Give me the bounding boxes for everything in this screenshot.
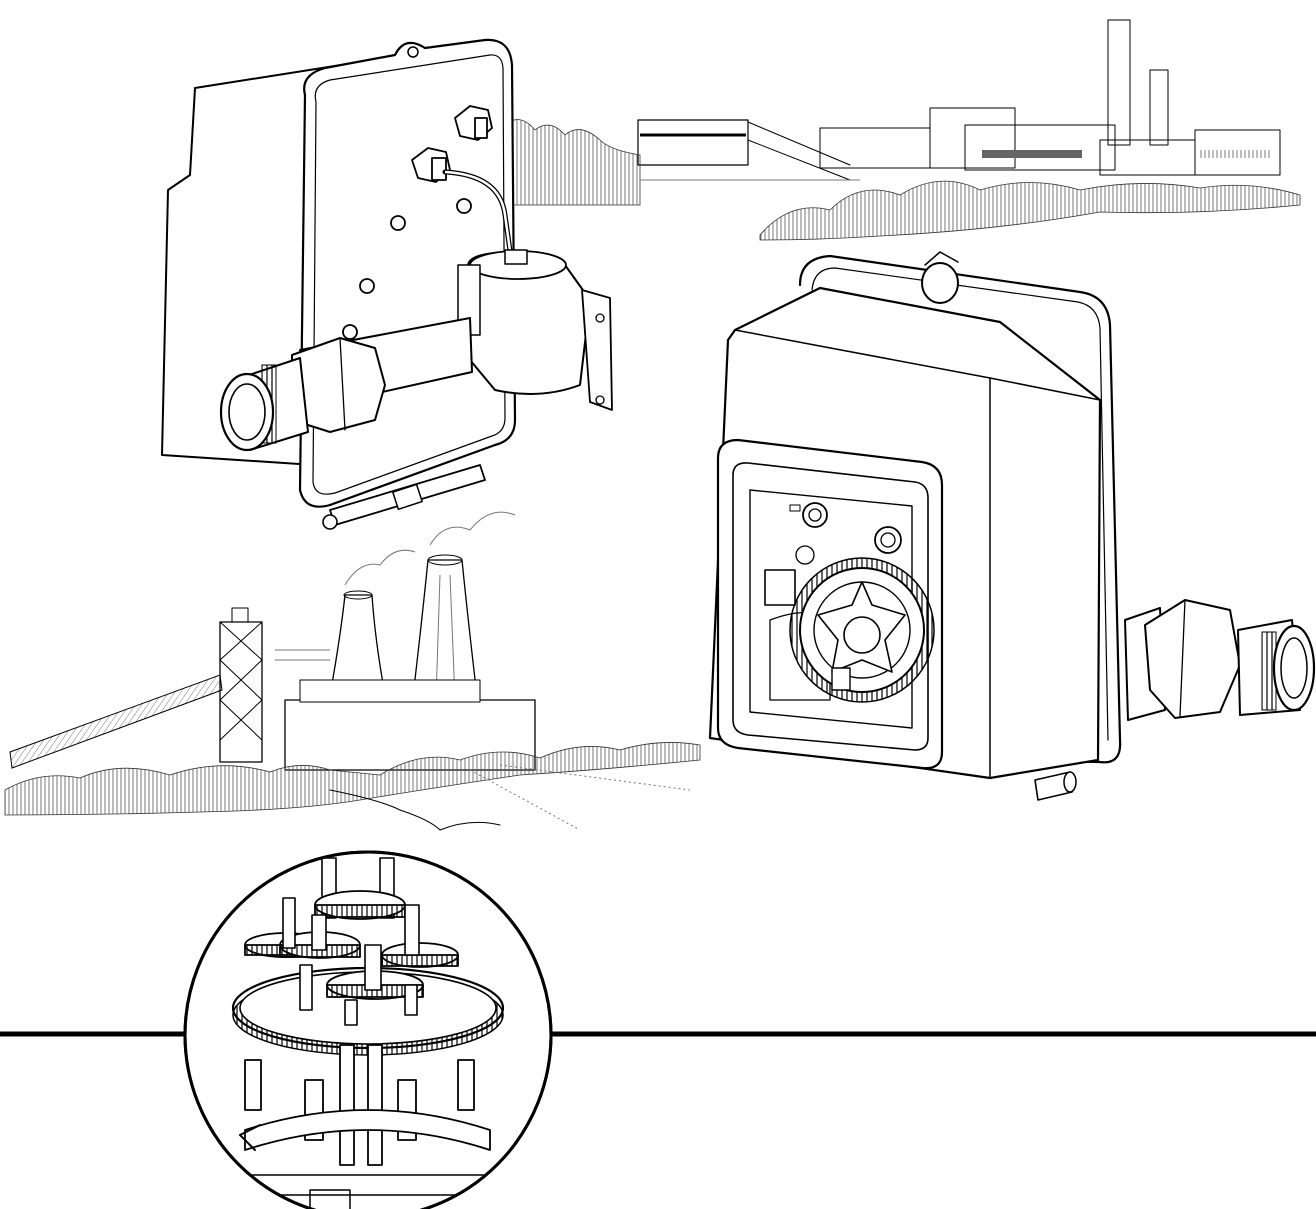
gear-train-detail-icon [183,850,553,1209]
meter-front-dial-icon [708,251,1316,801]
industrial-plant-icon [504,19,1301,241]
power-station-cooling-towers-icon [4,511,701,831]
meter-rear-assembly-icon [161,38,613,530]
